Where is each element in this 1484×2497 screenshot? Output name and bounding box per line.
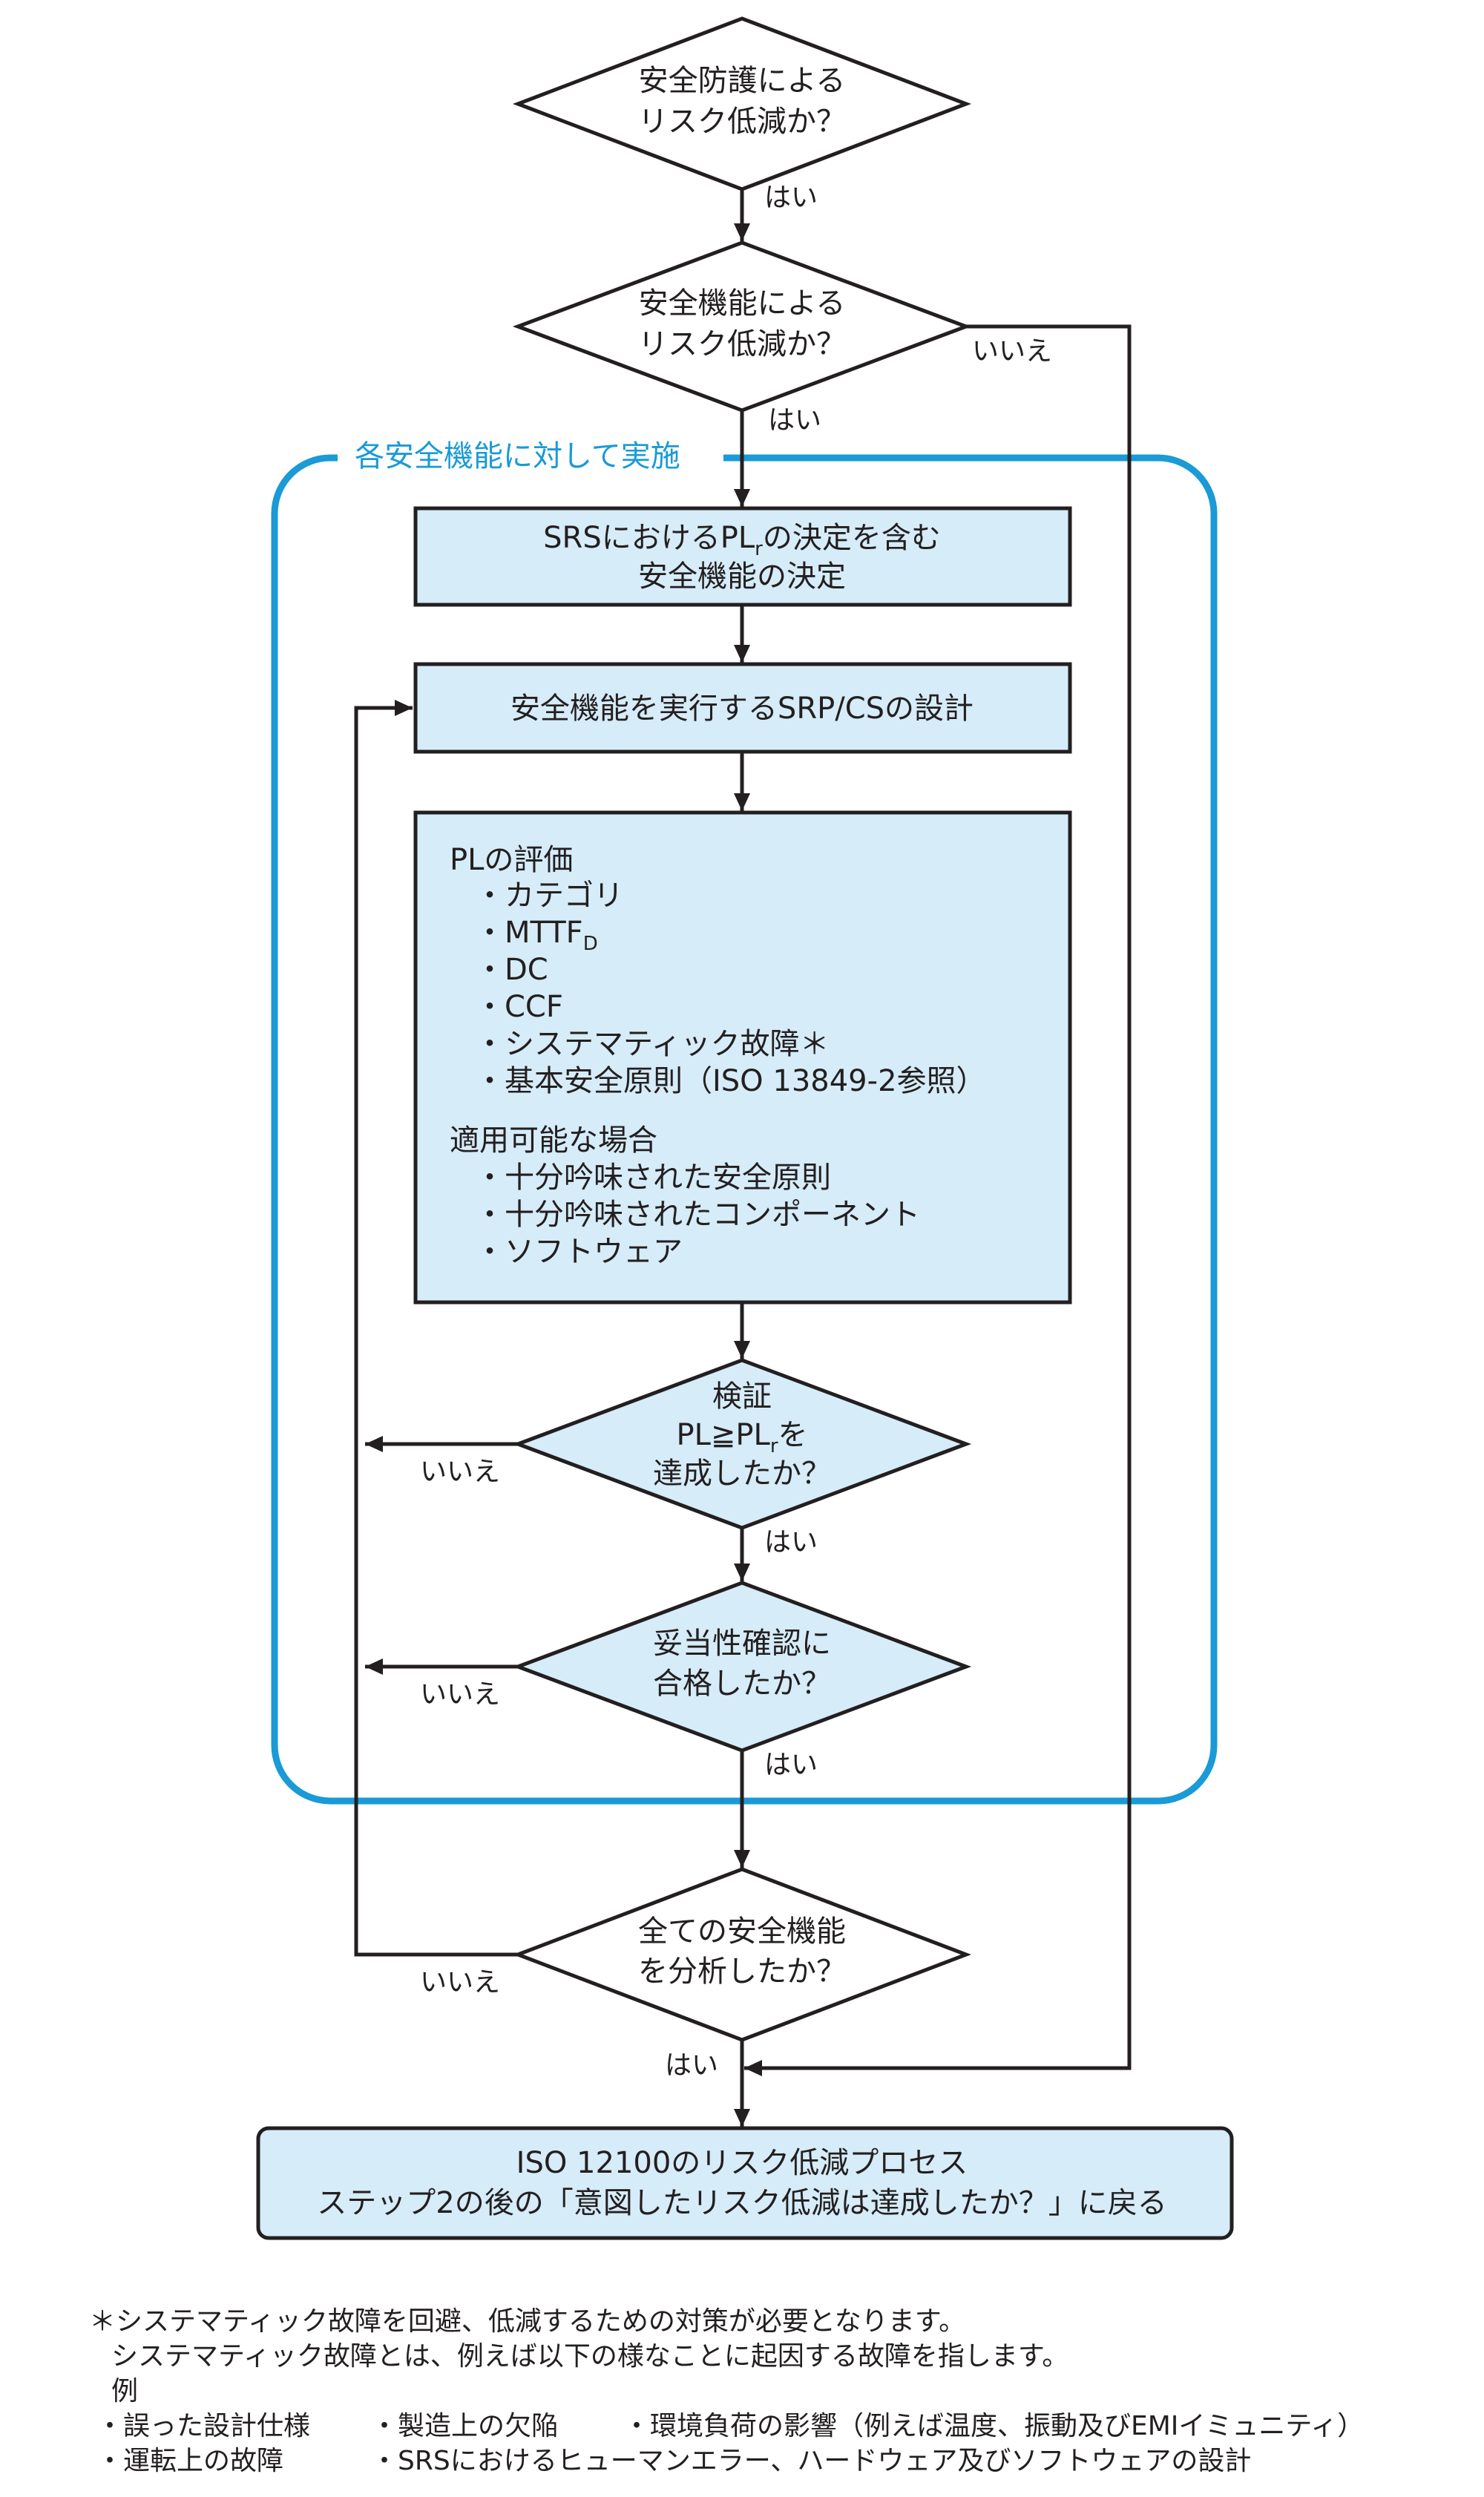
final-line2: ステップ2の後の「意図したリスク低減は達成したか？」に戻る bbox=[317, 2186, 1166, 2220]
all-line1: 全ての安全機能 bbox=[638, 1914, 846, 1949]
no-loop-all-to-design bbox=[354, 700, 518, 1957]
no-path-d2 bbox=[744, 324, 1132, 2076]
decision-safeguarding bbox=[512, 16, 972, 191]
footnote-line2: システマティック故障とは、例えば以下の様なことに起因する故障を指します。 bbox=[111, 2341, 1068, 2372]
box-determine-safety-function bbox=[413, 506, 1072, 607]
final-line1: ISO 12100のリスク低減プロセス bbox=[516, 2146, 968, 2180]
footnote-example-5: ・SRSにおけるヒューマンエラー、ハードウェア及びソフトウェアの設計 bbox=[371, 2446, 1251, 2476]
footnote-example-3: ・環境負荷の影響（例えば温度、振動及びEMIイミュニティ） bbox=[623, 2411, 1364, 2441]
decision-safeguarding-line1: 安全防護による bbox=[639, 64, 846, 98]
yes-label-verify: はい bbox=[764, 1527, 818, 1558]
decision-safety-function-line2: リスク低減か？ bbox=[638, 327, 846, 361]
verify-line3: 達成したか？ bbox=[653, 1457, 831, 1491]
eval-item-systematic: ・システマティック故障＊ bbox=[475, 1027, 830, 1061]
loop-label-bg bbox=[338, 434, 723, 480]
eval-applicable-software: ・ソフトウェア bbox=[475, 1235, 683, 1269]
yes-label-validate: はい bbox=[764, 1750, 818, 1780]
eval-applicable-components: ・十分吟味されたコンポーネント bbox=[475, 1198, 920, 1232]
eval-title: PLの評価 bbox=[450, 843, 573, 877]
yes-label-all: はい bbox=[665, 2050, 718, 2081]
validate-line2: 合格したか？ bbox=[653, 1667, 831, 1701]
eval-item-mttfd: ・MTTFD bbox=[475, 916, 598, 955]
decision-safety-function bbox=[512, 240, 972, 413]
validate-line1: 妥当性確認に bbox=[653, 1627, 831, 1661]
loop-region bbox=[271, 454, 1218, 1805]
footnote-example-2: ・製造上の欠陥 bbox=[371, 2411, 558, 2441]
verify-line1: 検証 bbox=[712, 1379, 772, 1414]
box-determine-line1: SRSにおけるPLrの決定を含む bbox=[543, 521, 941, 560]
loop-label: 各安全機能に対して実施 bbox=[355, 439, 680, 473]
box-pl-evaluation bbox=[413, 810, 1072, 1305]
eval-applicable-principles: ・十分吟味された安全原則 bbox=[475, 1161, 831, 1195]
box-design-srp-cs bbox=[413, 662, 1072, 754]
eval-item-dc: ・DC bbox=[475, 953, 548, 987]
footnote-example-4: ・運転上の故障 bbox=[96, 2446, 283, 2476]
yes-label-d1: はい bbox=[764, 183, 818, 213]
no-label-all: いいえ bbox=[420, 1967, 500, 1998]
all-line2: を分析したか？ bbox=[638, 1955, 846, 1989]
decision-safeguarding-line2: リスク低減か？ bbox=[638, 105, 846, 139]
box-return-iso12100 bbox=[256, 2126, 1234, 2240]
no-label-d2: いいえ bbox=[972, 336, 1052, 367]
decision-safety-function-line1: 安全機能による bbox=[639, 286, 846, 321]
eval-applicable-title: 適用可能な場合 bbox=[450, 1123, 657, 1158]
box-determine-line2: 安全機能の決定 bbox=[638, 560, 846, 594]
box-design-text: 安全機能を実行するSRP/CSの設計 bbox=[510, 692, 974, 726]
footnote-line3: 例 bbox=[111, 2376, 138, 2406]
footnote-example-1: ・誤った設計仕様 bbox=[96, 2411, 310, 2441]
eval-item-category: ・カテゴリ bbox=[475, 879, 623, 913]
verify-line2: PL≧PLrを bbox=[676, 1418, 807, 1457]
footnote-line1: ＊システマティック故障を回避、低減するための対策が必要となります。 bbox=[89, 2306, 965, 2337]
eval-item-ccf: ・CCF bbox=[475, 990, 563, 1024]
no-label-verify: いいえ bbox=[420, 1457, 500, 1487]
eval-item-basic-principles: ・基本安全原則（ISO 13849-2参照） bbox=[475, 1064, 986, 1098]
no-label-validate: いいえ bbox=[420, 1679, 500, 1710]
yes-label-d2: はい bbox=[768, 405, 821, 436]
